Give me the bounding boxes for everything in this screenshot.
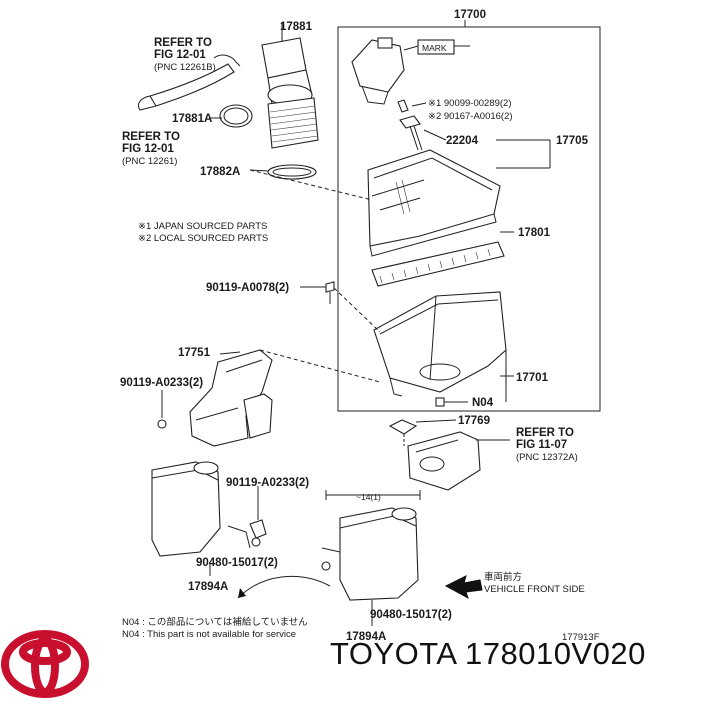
footnote-en: N04 : This part is not available for ser… (122, 629, 296, 640)
refer3-line1: REFER TO (516, 427, 574, 439)
bracket-drawing (388, 419, 510, 491)
assembly-frame (337, 26, 601, 412)
label-bolt1: ※1 90099-00289(2) (428, 98, 512, 109)
refer2-line1: REFER TO (122, 131, 180, 143)
refer3-line3: (PNC 12372A) (516, 452, 578, 463)
logo-vertical-ring (31, 636, 59, 696)
refer1-line3: (PNC 12261B) (154, 62, 216, 73)
label-90480-b: 90480-15017(2) (370, 609, 452, 621)
note-local: ※2 LOCAL SOURCED PARTS (138, 233, 268, 244)
label-90119-a0233-a: 90119-A0233(2) (120, 377, 203, 389)
label-90480-a: 90480-15017(2) (196, 557, 278, 569)
label-fig-code: 177913F (562, 632, 600, 643)
label-17881: 17881 (280, 21, 313, 33)
refer3-line2: FIG 11-07 (516, 439, 567, 451)
label-front-jp: 車両前方 (484, 571, 522, 583)
label-front-en: VEHICLE FRONT SIDE (484, 584, 585, 595)
label-17751: 17751 (178, 347, 211, 359)
brand-part-number: TOYOTA 178010V020 (330, 636, 646, 671)
refer2-line3: (PNC 12261) (122, 156, 177, 167)
logo-horizontal-ring (19, 639, 71, 665)
label-90119-a0233-b: 90119-A0233(2) (226, 477, 309, 489)
label-17701: 17701 (516, 372, 549, 384)
resonator-drawing (157, 349, 273, 447)
label-17700: 17700 (454, 9, 486, 21)
label-22204: 22204 (446, 135, 479, 147)
label-n04: N04 (472, 397, 494, 409)
label-17881a: 17881A (172, 113, 212, 125)
refer1-line1: REFER TO (154, 37, 212, 49)
label-mark: MARK (422, 43, 447, 53)
label-bolt2: ※2 90167-A0016(2) (428, 111, 513, 122)
label-17882a: 17882A (200, 166, 240, 178)
label-17894a-a: 17894A (188, 581, 228, 593)
label-90119-a0078: 90119-A0078(2) (206, 282, 289, 294)
label-17769: 17769 (458, 415, 490, 427)
label-dimension: ~14(1) (356, 492, 381, 502)
note-japan: ※1 JAPAN SOURCED PARTS (138, 221, 267, 232)
label-17894a-b: 17894A (346, 631, 386, 643)
air-cleaner-drawing (249, 37, 507, 407)
right-tank-drawing (237, 490, 483, 626)
refer2-line2: FIG 12-01 (122, 143, 174, 155)
label-17705: 17705 (556, 135, 589, 147)
footnote-jp: N04 : この部品については補給していません (122, 616, 308, 628)
label-17801: 17801 (518, 227, 551, 239)
left-tank-drawing (151, 461, 267, 576)
refer1-line2: FIG 12-01 (154, 49, 206, 61)
toyota-logo (1, 630, 89, 698)
intake-duct-drawing (137, 22, 319, 180)
